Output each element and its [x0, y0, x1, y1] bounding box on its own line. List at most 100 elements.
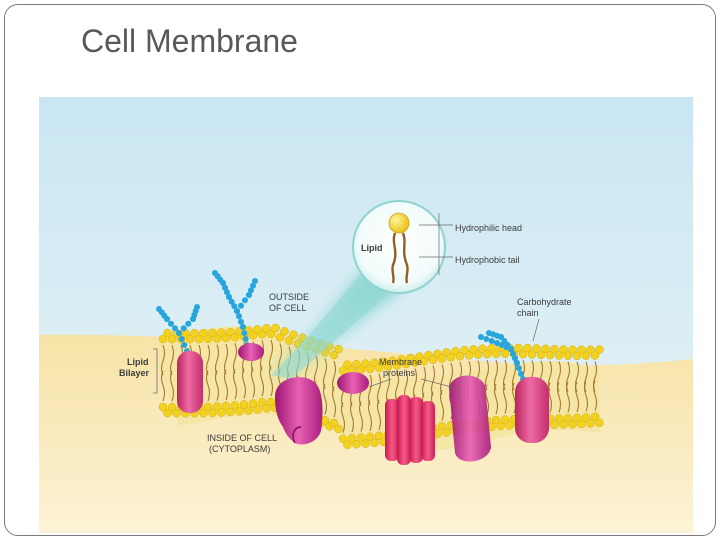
- carbohydrate-bead: [194, 304, 200, 310]
- carbohydrate-bead: [242, 336, 249, 342]
- lipid-head: [487, 343, 496, 353]
- lipid-tail: [241, 368, 247, 399]
- lipid-head: [217, 328, 226, 337]
- lipid-head: [266, 329, 276, 339]
- membrane-illustration: Lipid Hydrophilic head Hydrophobic tail: [39, 97, 693, 533]
- lipid-bilayer-label-line1: Lipid: [127, 357, 149, 367]
- lipid-head: [356, 433, 366, 442]
- carbohydrate-bead: [226, 294, 232, 300]
- carbohydrate-bead: [176, 330, 182, 336]
- carbohydrate-bead: [156, 306, 162, 312]
- lipid-tail: [439, 390, 445, 421]
- lipid-tail: [565, 382, 571, 413]
- lipid-head: [217, 408, 226, 417]
- lipid-tail: [502, 383, 508, 414]
- lipid-head: [572, 413, 582, 423]
- lipid-head: [352, 439, 361, 449]
- outside-cell-label-line1: OUTSIDE: [269, 292, 309, 302]
- carbohydrate-bead: [172, 325, 178, 332]
- lipid-head: [271, 323, 280, 333]
- lipid-tail: [259, 366, 265, 397]
- cell-membrane-diagram: Lipid Hydrophilic head Hydrophobic tail: [39, 97, 693, 533]
- lipid-tail: [592, 380, 598, 411]
- lipid-tail: [160, 344, 166, 376]
- lipid-head: [158, 402, 168, 412]
- carbohydrate-bead: [228, 298, 235, 305]
- lipid-head: [158, 334, 168, 344]
- lipid-head: [235, 407, 244, 416]
- lipid-magnifier: Lipid Hydrophilic head Hydrophobic tail: [352, 200, 522, 294]
- lipid-tail-right: [401, 232, 409, 284]
- lipid-head: [329, 418, 339, 428]
- lipid-head: [581, 351, 591, 361]
- carbohydrate-bead: [252, 278, 258, 284]
- lipid-head: [244, 406, 253, 415]
- lipid-tail: [331, 360, 337, 392]
- lipid-head: [568, 420, 577, 429]
- lipid-head: [334, 344, 343, 354]
- lipid-head: [343, 440, 352, 449]
- lipid-head: [343, 360, 352, 369]
- carbohydrate-bead: [512, 355, 518, 362]
- lipid-tail: [223, 343, 229, 375]
- carbohydrate-bead: [488, 338, 495, 344]
- lipid-head: [554, 414, 564, 423]
- lipid-head: [500, 415, 510, 424]
- lipid-head: [446, 352, 456, 362]
- lipid-tail: [169, 370, 175, 402]
- carbohydrate-bead: [518, 370, 524, 377]
- carbohydrate-bead: [234, 308, 240, 314]
- lipid-head: [491, 415, 501, 425]
- lipid-tail: [547, 382, 553, 413]
- lipid-head: [208, 328, 217, 338]
- lipid-head: [550, 420, 559, 429]
- lipid-head: [595, 418, 604, 427]
- carbohydrate-label-line2: chain: [517, 308, 539, 318]
- lipid-bilayer-label-line2: Bilayer: [119, 368, 150, 378]
- protein-cap-left: [238, 343, 264, 361]
- lipid-tail: [376, 373, 382, 405]
- lipid-head: [410, 358, 420, 367]
- lipid-tail-left: [391, 232, 397, 284]
- lipid-head: [190, 328, 199, 338]
- lipid-tail: [430, 365, 436, 396]
- lipid-head: [590, 351, 600, 360]
- lipid-tail: [214, 344, 220, 375]
- lipid-tail: [250, 367, 256, 398]
- lipid-head: [248, 399, 258, 408]
- lipid-tail: [358, 401, 364, 432]
- lipid-head: [194, 334, 204, 344]
- carbohydrate-bead: [248, 287, 254, 294]
- carbohydrate-bead: [180, 325, 187, 332]
- lipid-tail: [556, 382, 562, 413]
- magnifier-lens: [352, 200, 446, 294]
- lipid-head: [442, 428, 451, 437]
- lipid-head: [253, 405, 262, 414]
- lipid-head: [536, 350, 546, 360]
- lipid-head: [167, 402, 177, 412]
- inside-cell-label-line1: INSIDE OF CELL: [207, 433, 277, 443]
- membrane-proteins-label-line1: Membrane: [379, 357, 422, 367]
- lipid-head: [199, 328, 208, 338]
- lipid-head: [428, 355, 438, 364]
- carbohydrate-bead: [498, 342, 505, 348]
- lipid-head: [203, 334, 213, 344]
- lipid-tail: [367, 400, 373, 431]
- lipid-head: [208, 408, 217, 418]
- lipid-head: [257, 330, 267, 339]
- lipid-head: [581, 413, 591, 422]
- membrane-proteins: [177, 343, 549, 465]
- lipid-head: [383, 362, 393, 371]
- lipid-head: [437, 354, 447, 363]
- protein-channel: [385, 395, 435, 465]
- hydrophilic-head-label: Hydrophilic head: [455, 223, 522, 233]
- lipid-head: [266, 397, 276, 407]
- lipid-tail: [583, 381, 589, 412]
- lipid-head: [203, 402, 213, 412]
- lipid-tail: [439, 364, 445, 395]
- lipid-head: [221, 333, 231, 343]
- lipid-tail: [160, 370, 166, 402]
- lipid-head: [329, 350, 339, 360]
- lipid-head: [248, 331, 258, 340]
- carbohydrate-bead: [212, 270, 218, 276]
